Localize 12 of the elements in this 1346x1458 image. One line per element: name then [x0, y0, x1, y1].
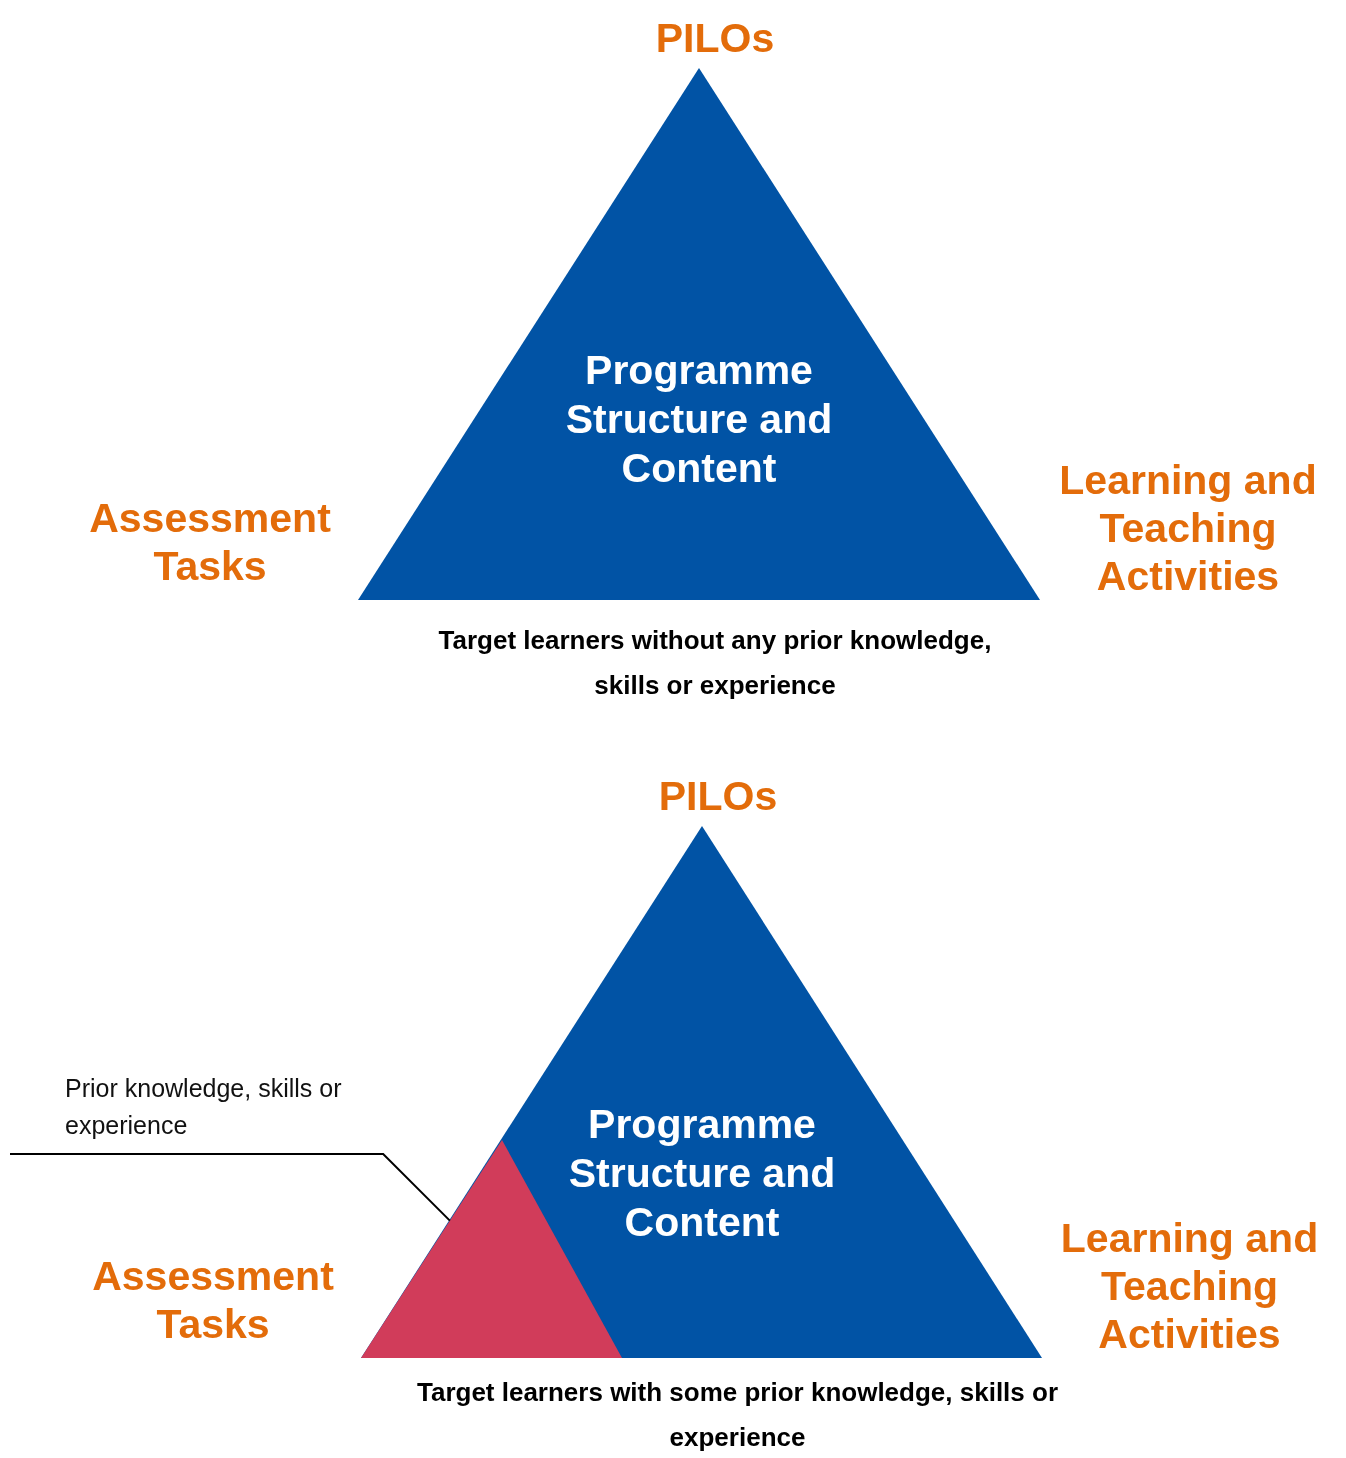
corner-label: Learning and Teaching Activities	[1058, 456, 1318, 600]
corner-label: Learning and Teaching Activities	[1059, 1214, 1320, 1358]
corner-label: Assessment Tasks	[88, 494, 332, 590]
leader-line	[9, 1153, 451, 1222]
corner-label: Assessment Tasks	[91, 1252, 335, 1348]
corner-label: PILOs	[657, 772, 779, 820]
caption-text: Target learners with some prior knowledge, skills or experience	[415, 1376, 1059, 1454]
caption-text: Target learners without any prior knowledge, skills or experience	[437, 624, 993, 702]
callout-text: Prior knowledge, skills or experience	[65, 1073, 343, 1141]
triangle-label: Programme Structure and Content	[564, 346, 834, 493]
triangle-label: Programme Structure and Content	[567, 1100, 837, 1247]
corner-label: PILOs	[654, 14, 776, 62]
